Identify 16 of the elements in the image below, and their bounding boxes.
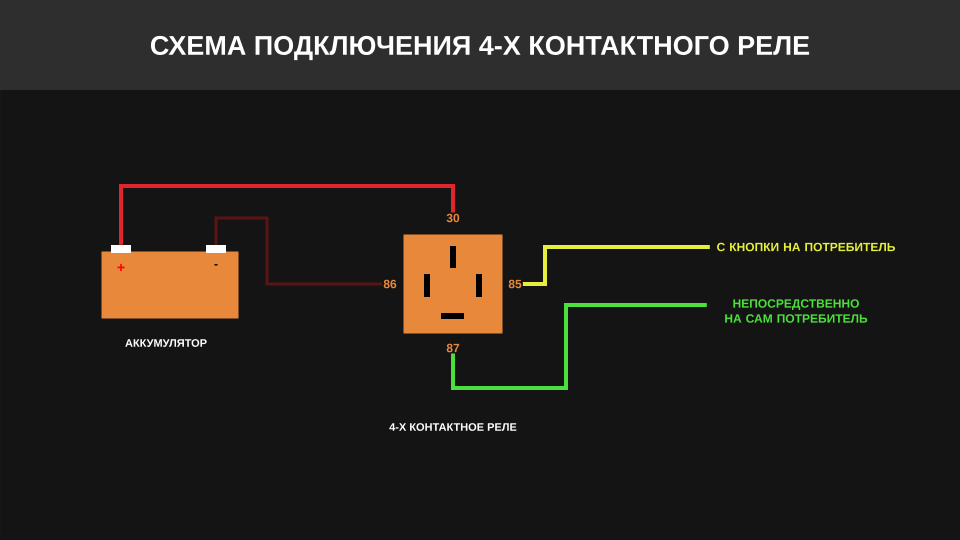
terminal-sign: - [214,264,218,266]
title: СХЕМА ПОДКЛЮЧЕНИЯ 4-Х КОНТАКТНОГО РЕЛЕ [150,36,810,60]
wire-label: НЕПОСРЕДСТВЕННО НА САМ ПОТРЕБИТЕЛЬ [725,299,868,323]
relay [404,234,502,334]
pin-number: 85 [508,280,522,288]
wire-label: С КНОПКИ НА ПОТРЕБИТЕЛЬ [717,242,895,252]
node-label: АККУМУЛЯТОР [125,339,207,347]
relay-caption: 4-Х КОНТАКТНОЕ РЕЛЕ [389,423,516,431]
wire [522,245,710,286]
pin-number: 87 [446,344,460,352]
terminal-sign: + [118,264,125,271]
wire [119,184,457,245]
pin-number: 30 [446,214,460,222]
pin-number: 86 [384,280,396,288]
wire [214,216,382,286]
wire [451,303,707,390]
